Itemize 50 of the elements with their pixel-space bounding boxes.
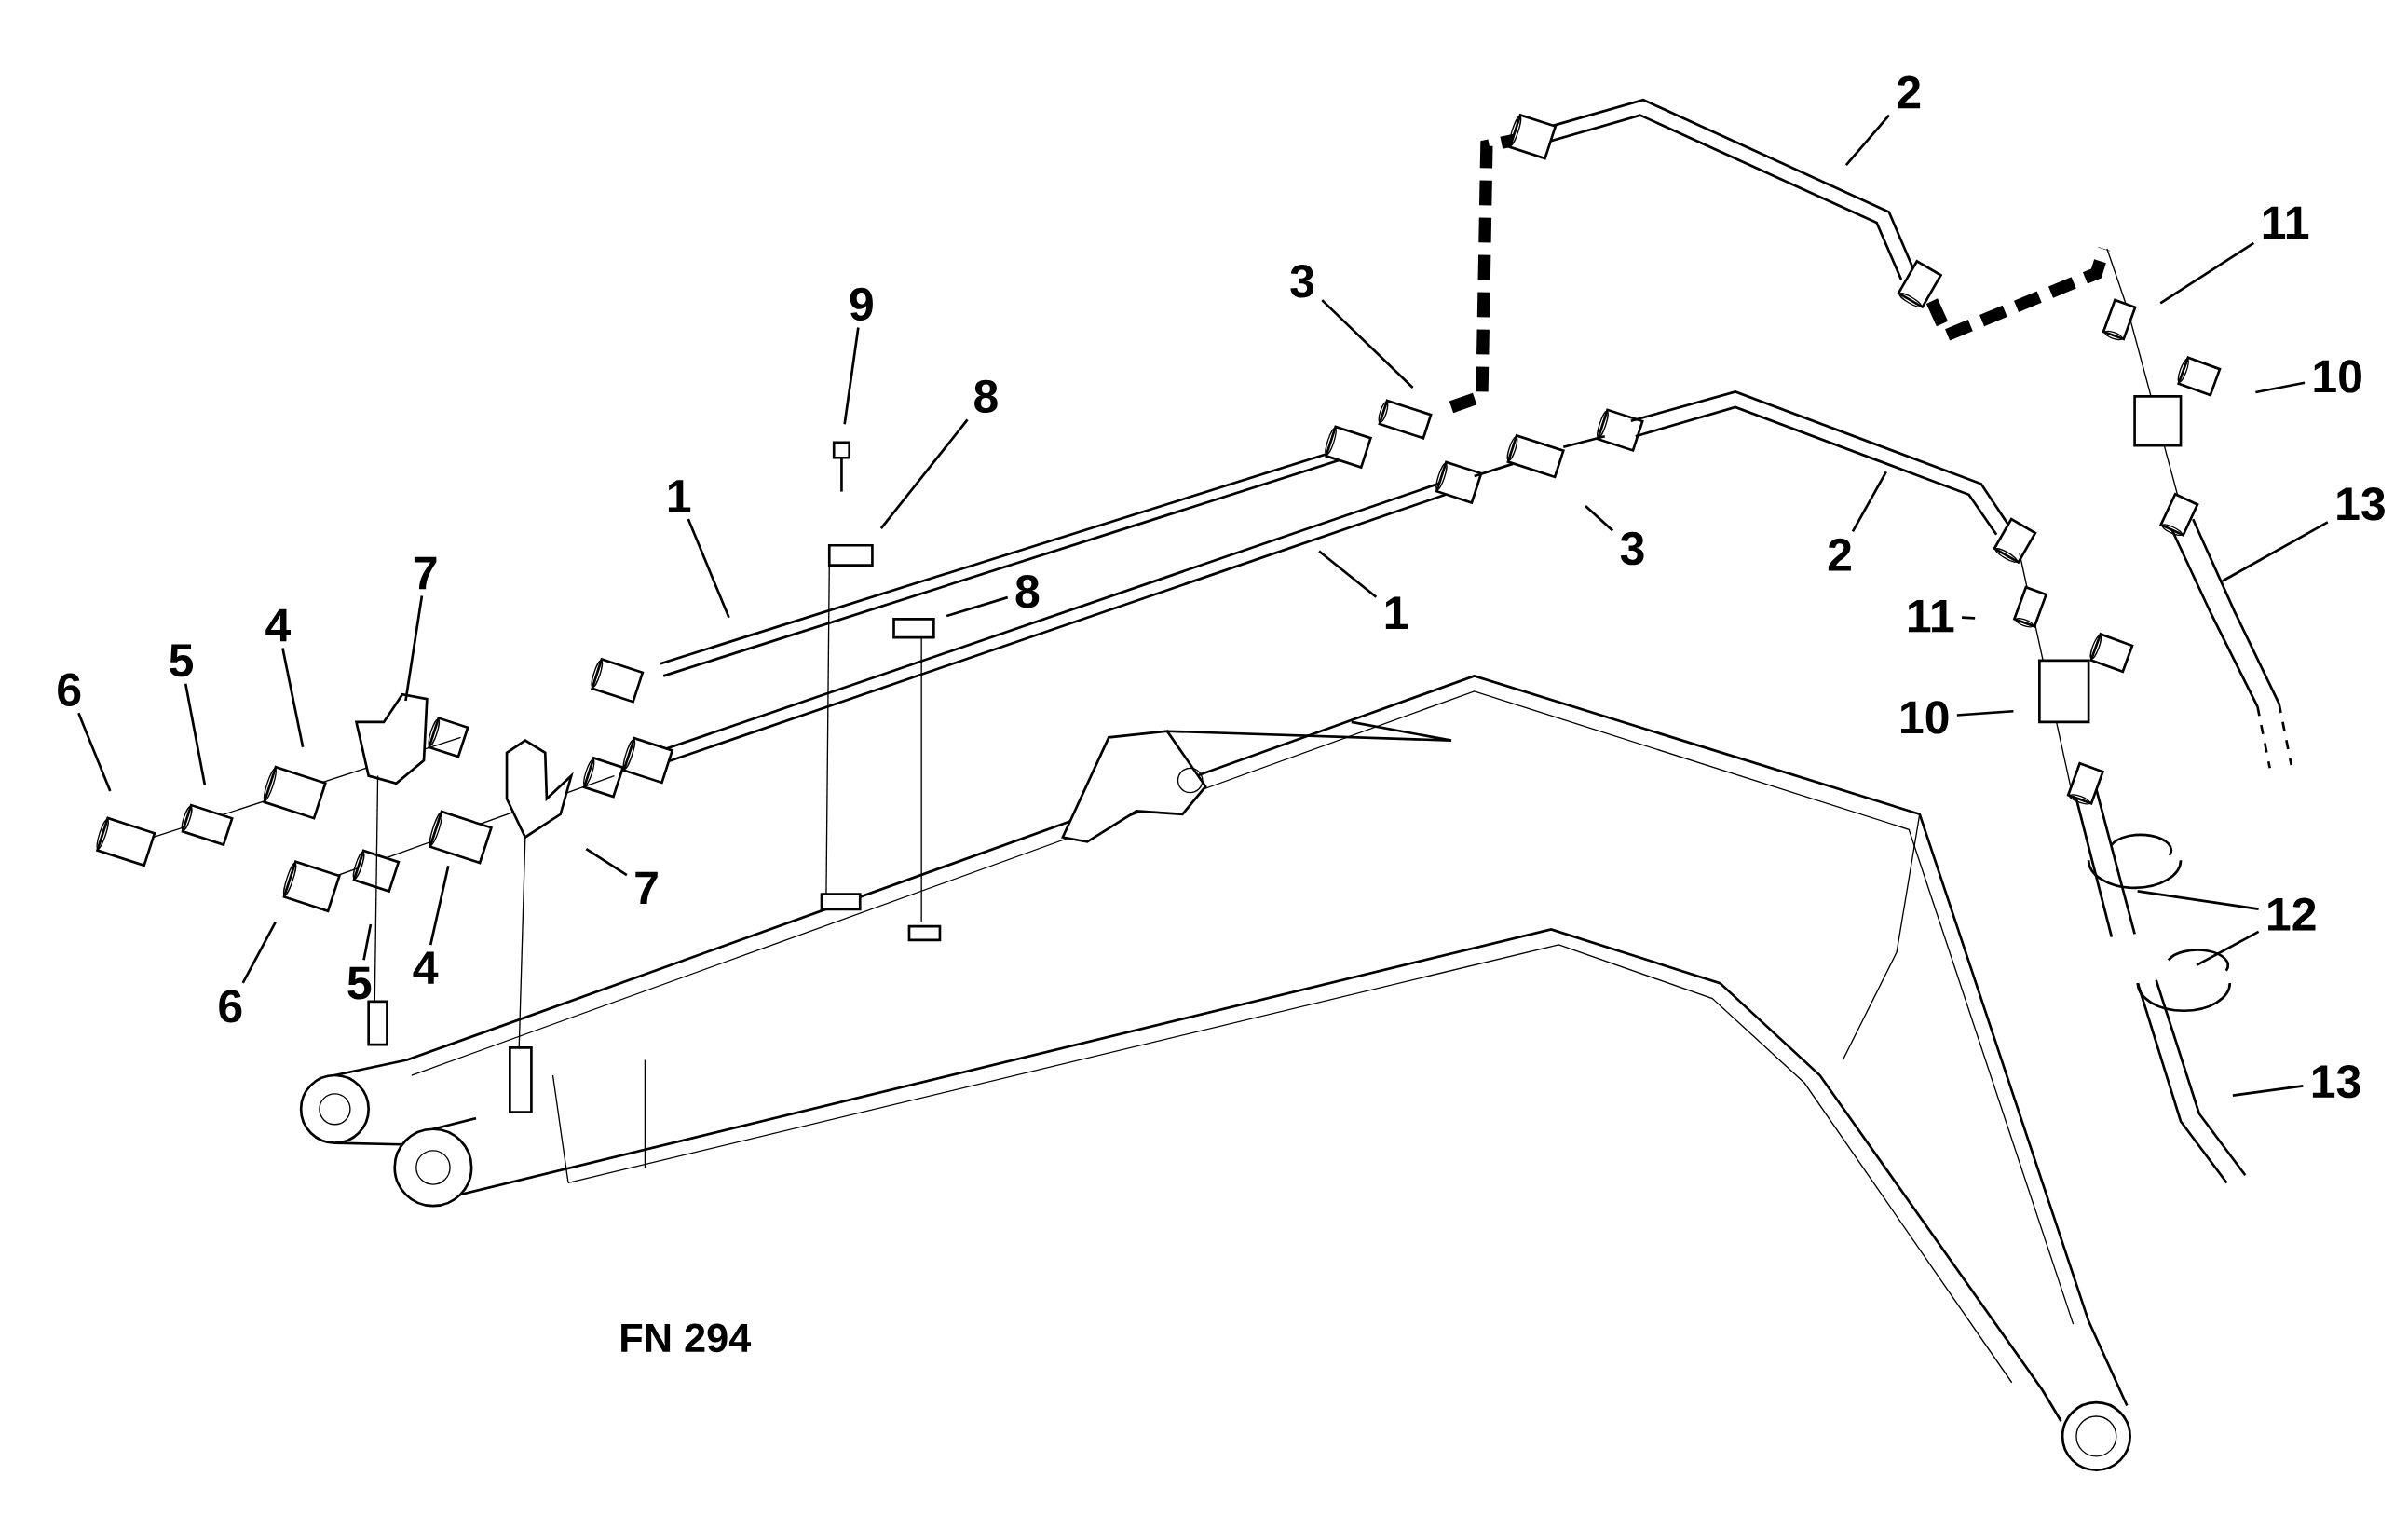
leader-line — [585, 847, 628, 877]
leader-line — [2137, 890, 2259, 910]
leader-line — [184, 683, 207, 786]
leader-line — [2222, 521, 2329, 582]
callout-number: 1 — [1385, 596, 1408, 629]
callout-number: 11 — [2263, 206, 2309, 239]
callout-number: 7 — [635, 871, 658, 905]
callout-number: 2 — [1828, 538, 1851, 571]
leader-line — [1844, 114, 1890, 166]
leader-line — [77, 712, 112, 792]
callout-number: 3 — [1290, 264, 1314, 298]
leader-line — [1321, 299, 1414, 389]
callout-number: 6 — [58, 673, 81, 706]
callout-number: 4 — [265, 608, 292, 642]
callout-number: 13 — [2337, 487, 2385, 521]
callout-number: 6 — [219, 990, 242, 1023]
callout-number: 11 — [1909, 599, 1954, 633]
callout-number: 4 — [413, 951, 439, 984]
leader-line — [879, 418, 969, 529]
leader-line — [687, 518, 730, 619]
callout-number: 12 — [2268, 897, 2316, 931]
leader-line — [429, 865, 450, 946]
callout-number: 1 — [668, 480, 691, 512]
leader-line — [1962, 616, 1976, 620]
leader-line — [1318, 550, 1378, 598]
leader-line — [404, 595, 424, 702]
callout-number: 10 — [1901, 701, 1949, 734]
callout-number: 5 — [170, 644, 194, 677]
leader-line — [281, 648, 305, 747]
leader-line — [2232, 1085, 2304, 1097]
drawing-number: FN 294 — [621, 1323, 752, 1353]
leader-line — [362, 923, 373, 961]
callout-number: 2 — [1898, 75, 1921, 109]
callout-number: 7 — [414, 556, 437, 590]
callout-number: 9 — [850, 287, 873, 321]
leader-line — [1851, 471, 1887, 532]
callout-number: 13 — [2312, 1064, 2360, 1099]
leader-line — [1585, 505, 1614, 532]
leader-line — [2159, 241, 2255, 305]
callout-number: 8 — [1015, 575, 1040, 608]
leader-line — [2255, 381, 2306, 394]
leader-line — [946, 595, 1009, 618]
leader-line — [2196, 930, 2260, 967]
callout-number: 8 — [974, 379, 998, 414]
leader-line — [1956, 709, 2014, 717]
callout-number: 3 — [1620, 531, 1644, 566]
leader-line — [843, 327, 860, 425]
callout-number: 5 — [347, 966, 372, 1000]
callout-number: 10 — [2314, 360, 2361, 393]
leader-line — [241, 922, 277, 984]
